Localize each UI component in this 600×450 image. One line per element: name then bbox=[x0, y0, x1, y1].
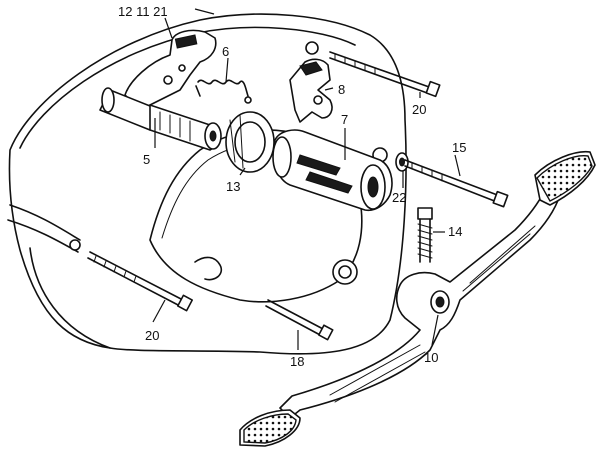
callout-20-bottom: 20 bbox=[145, 328, 159, 343]
callout-14: 14 bbox=[448, 224, 462, 239]
callout-8: 8 bbox=[338, 82, 345, 97]
callout-15: 15 bbox=[452, 140, 466, 155]
leader-lines bbox=[152, 8, 461, 350]
bolt-18 bbox=[265, 299, 334, 341]
pinch-bolt-14 bbox=[417, 207, 433, 263]
callout-6: 6 bbox=[222, 44, 229, 59]
callout-labels: 12 11 21 6 8 20 5 7 15 13 22 14 20 18 10 bbox=[118, 4, 466, 369]
washer bbox=[395, 152, 409, 172]
callout-13: 13 bbox=[226, 179, 240, 194]
shift-drum bbox=[272, 129, 393, 212]
return-spring bbox=[195, 79, 252, 104]
callout-10: 10 bbox=[424, 350, 438, 365]
gearshift-pedal bbox=[239, 150, 596, 447]
callout-7: 7 bbox=[341, 112, 348, 127]
callout-12-11-21: 12 11 21 bbox=[118, 4, 168, 19]
callout-20-top: 20 bbox=[412, 102, 426, 117]
callout-5: 5 bbox=[143, 152, 150, 167]
callout-18: 18 bbox=[290, 354, 304, 369]
shift-stopper bbox=[289, 58, 333, 123]
callout-22: 22 bbox=[392, 190, 406, 205]
bolt-20-top bbox=[329, 51, 441, 98]
shift-spindle bbox=[99, 87, 222, 151]
shift-arm-casting bbox=[124, 29, 217, 111]
bolt-20-bottom bbox=[87, 251, 194, 312]
bearing-ring bbox=[225, 111, 275, 173]
bolt-15 bbox=[404, 159, 509, 208]
